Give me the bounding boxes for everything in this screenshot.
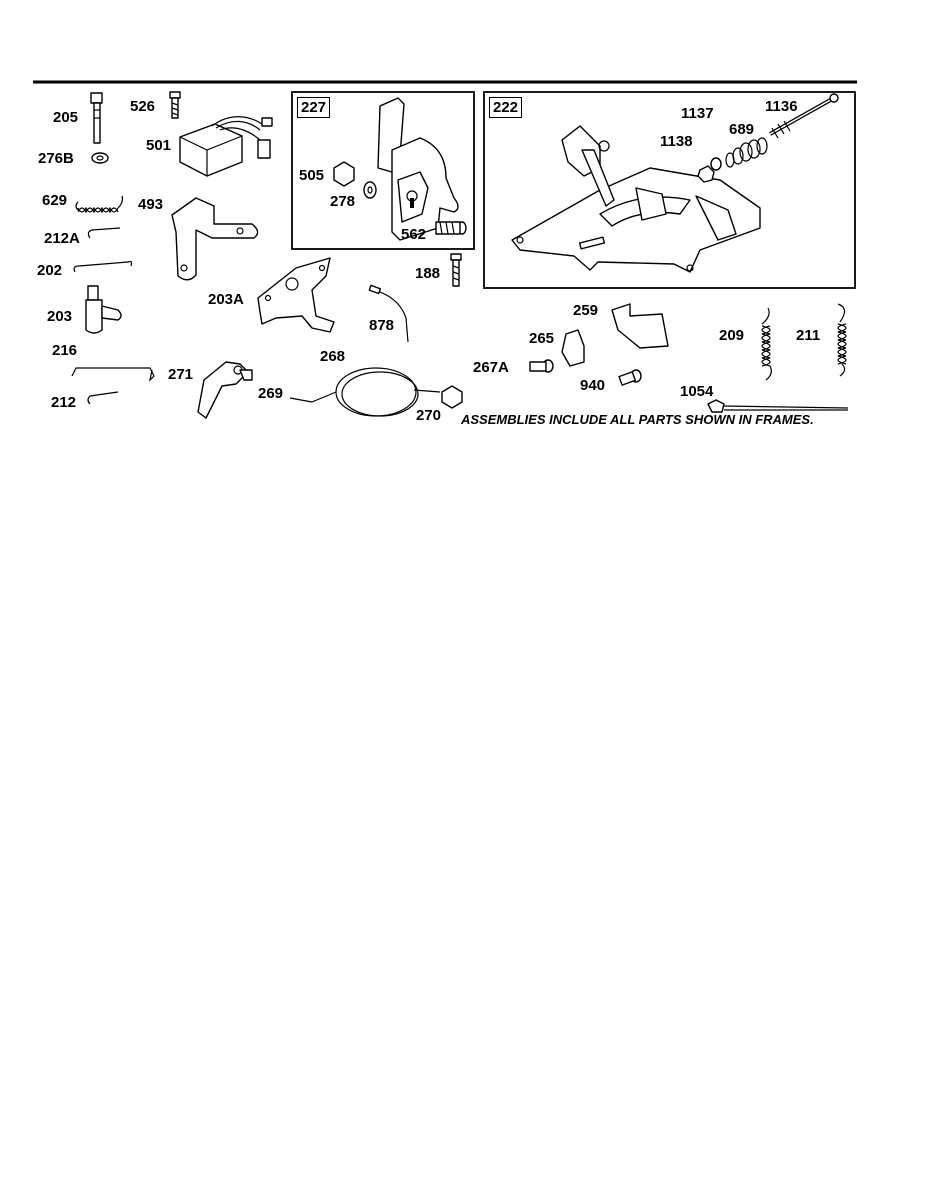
part-493-bracket bbox=[171, 197, 259, 281]
label-629: 629 bbox=[42, 192, 68, 209]
part-270-nut bbox=[441, 385, 463, 409]
label-526: 526 bbox=[130, 98, 156, 115]
part-222-control-plate bbox=[511, 125, 761, 273]
label-276B: 276B bbox=[38, 150, 74, 167]
part-278-washer bbox=[363, 181, 377, 199]
label-1054: 1054 bbox=[680, 383, 714, 400]
part-268-cable bbox=[311, 367, 441, 417]
part-276B-washer bbox=[91, 152, 109, 164]
part-227-control bbox=[377, 97, 459, 241]
part-211-spring bbox=[837, 303, 847, 377]
label-493: 493 bbox=[138, 196, 164, 213]
part-203-lever bbox=[85, 285, 122, 334]
label-505: 505 bbox=[299, 167, 325, 184]
label-1138: 1138 bbox=[660, 133, 693, 150]
part-209-spring bbox=[761, 307, 772, 381]
label-259: 259 bbox=[573, 302, 599, 319]
label-267A: 267A bbox=[473, 359, 509, 376]
label-689: 689 bbox=[729, 121, 755, 138]
label-203: 203 bbox=[47, 308, 73, 325]
part-216-rod bbox=[71, 367, 155, 382]
label-278: 278 bbox=[330, 193, 356, 210]
part-202-rod bbox=[73, 260, 133, 273]
label-501: 501 bbox=[146, 137, 172, 154]
label-211: 211 bbox=[796, 327, 821, 344]
frames-note: ASSEMBLIES INCLUDE ALL PARTS SHOWN IN FR… bbox=[461, 412, 814, 427]
part-271-lever bbox=[197, 361, 253, 419]
label-212: 212 bbox=[51, 394, 77, 411]
label-203A: 203A bbox=[208, 291, 244, 308]
part-689-spring bbox=[725, 137, 768, 168]
part-878-wire bbox=[368, 284, 409, 343]
label-205: 205 bbox=[53, 109, 79, 126]
part-629-spring bbox=[75, 195, 124, 214]
part-1054-tie bbox=[707, 399, 849, 413]
part-940-screw bbox=[618, 369, 642, 386]
part-1136-bolt bbox=[769, 93, 839, 139]
part-267A-screw bbox=[529, 359, 554, 373]
label-878: 878 bbox=[369, 317, 395, 334]
label-1137: 1137 bbox=[681, 105, 714, 122]
part-501-module bbox=[179, 116, 273, 177]
frame-227-label: 227 bbox=[297, 97, 331, 118]
label-212A: 212A bbox=[44, 230, 80, 247]
label-188: 188 bbox=[415, 265, 441, 282]
label-265: 265 bbox=[529, 330, 555, 347]
part-265-clamp bbox=[561, 329, 585, 367]
part-269-leader bbox=[289, 397, 313, 403]
part-505-nut bbox=[333, 161, 355, 187]
label-209: 209 bbox=[719, 327, 745, 344]
part-1137-washer bbox=[710, 157, 722, 171]
part-562-screw bbox=[435, 221, 467, 235]
label-270: 270 bbox=[416, 407, 442, 424]
part-212A-link bbox=[87, 227, 121, 239]
label-216: 216 bbox=[52, 342, 78, 359]
frame-222-box bbox=[483, 91, 856, 289]
part-203A-plate bbox=[257, 257, 335, 333]
label-271: 271 bbox=[168, 366, 194, 383]
part-1138-nut bbox=[697, 165, 715, 183]
label-940: 940 bbox=[580, 377, 606, 394]
part-526-screw bbox=[169, 91, 181, 119]
frame-227-box bbox=[291, 91, 475, 250]
part-188-bolt bbox=[450, 253, 462, 287]
part-205-bolt bbox=[90, 92, 103, 144]
part-259-bracket bbox=[611, 303, 669, 349]
label-202: 202 bbox=[37, 262, 63, 279]
part-212-link bbox=[87, 391, 119, 405]
frame-222-label: 222 bbox=[489, 97, 523, 118]
label-1136: 1136 bbox=[765, 98, 798, 115]
label-562: 562 bbox=[401, 226, 427, 243]
label-269: 269 bbox=[258, 385, 284, 402]
label-268: 268 bbox=[320, 348, 346, 365]
